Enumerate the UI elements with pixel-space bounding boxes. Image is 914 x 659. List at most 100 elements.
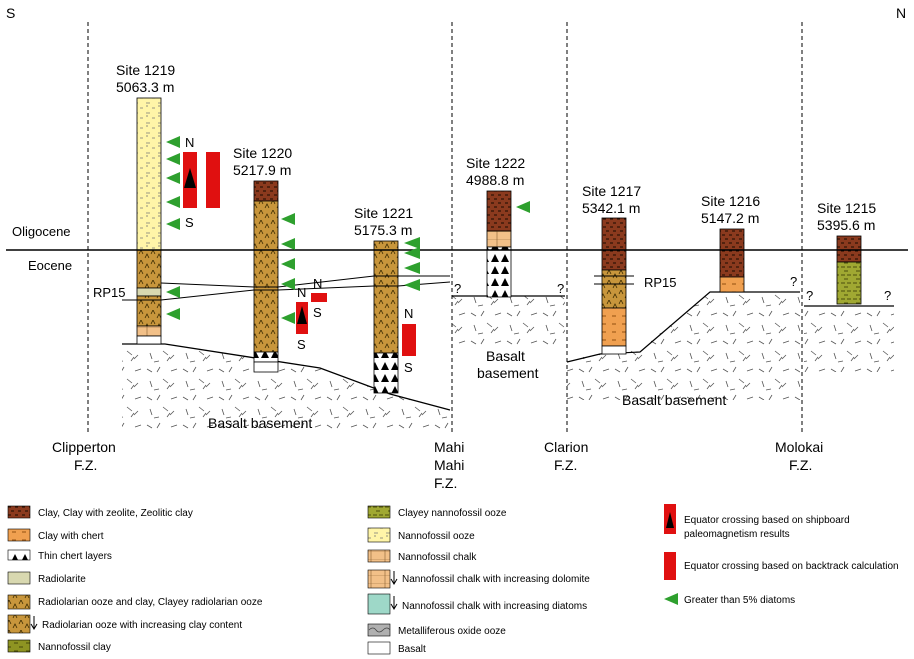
site-1221-radiolarian: [373, 240, 399, 354]
equator-bar-backtrack-1220: [311, 293, 327, 302]
site-1217-name: Site 1217: [582, 183, 641, 199]
fz-mahi-3: F.Z.: [434, 475, 457, 491]
legend-swatch-radiolarian-clay: [7, 614, 31, 634]
rp15-label-right: RP15: [644, 275, 677, 290]
legend-swatch-radiolarian: [7, 594, 31, 610]
diatom-triangle: [166, 308, 180, 320]
legend-arrow-down-icon: [390, 571, 398, 585]
fracture-zone-labels: Clipperton F.Z. Mahi Mahi F.Z. Clarion F…: [52, 439, 823, 491]
basement-area-mid: [452, 296, 565, 348]
site-1216-name: Site 1216: [701, 193, 760, 209]
site-1221-depth: 5175.3 m: [354, 222, 412, 238]
equator-bar-backtrack-1221: [402, 324, 416, 356]
diatom-markers: [166, 136, 530, 324]
diatom-triangle: [281, 278, 295, 290]
diatom-triangle: [404, 247, 420, 259]
unknown-mark-4: ?: [806, 288, 813, 303]
legend-swatch-backtrack: [664, 552, 676, 580]
diatom-triangle: [281, 238, 295, 250]
site-1222-column: [486, 190, 512, 298]
legend-text-dolomite: Nannofossil chalk with increasing dolomi…: [402, 574, 590, 585]
site-1216-clay: [719, 228, 745, 278]
legend-text-radiolarian: Radiolarian ooze and clay, Clayey radiol…: [38, 597, 263, 608]
equator-n-1220: N: [297, 285, 306, 300]
legend-text-diatom: Greater than 5% diatoms: [684, 595, 795, 606]
compass-north: N: [896, 5, 906, 21]
site-1219-chalk: [136, 325, 162, 337]
site-1219-basalt: [136, 335, 162, 345]
site-1216-depth: 5147.2 m: [701, 210, 759, 226]
legend-text-chalk: Nannofossil chalk: [398, 552, 477, 563]
site-1215-column: [836, 235, 862, 305]
site-1222-chalk: [486, 230, 512, 248]
diatom-triangle: [404, 237, 420, 249]
correlation-upper: [160, 275, 450, 288]
equator-n-1220b: N: [313, 276, 322, 291]
legend-swatch-metalliferous-wave: [368, 627, 391, 633]
equator-n-1221: N: [404, 306, 413, 321]
site-1215-name: Site 1215: [817, 200, 876, 216]
equator-n-1219: N: [185, 135, 194, 150]
legend-swatch-clay-chert: [7, 528, 31, 542]
legend-text-shipboard-2: paleomagnetism results: [684, 529, 790, 540]
diatom-triangle: [404, 279, 420, 291]
unknown-marks: ? ? ? ? ?: [454, 274, 891, 303]
legend-text-basalt: Basalt: [398, 644, 426, 655]
site-1221-name: Site 1221: [354, 205, 413, 221]
basement-label-mid-1: Basalt: [486, 348, 525, 364]
diatom-triangle: [166, 286, 180, 298]
legend-swatch-nanno-ooze: [367, 527, 391, 543]
basement-label-left: Basalt basement: [208, 415, 312, 431]
unknown-mark-3: ?: [790, 274, 797, 289]
site-1217-depth: 5342.1 m: [582, 200, 640, 216]
fz-clipperton-1: Clipperton: [52, 439, 116, 455]
site-1222-chert: [486, 246, 512, 298]
basement-area-right: [567, 292, 800, 400]
unknown-mark-2: ?: [557, 281, 564, 296]
diatom-triangle: [281, 258, 295, 270]
site-1220-basalt: [253, 361, 279, 373]
legend-swatch-basalt: [367, 641, 391, 655]
rp15-label-left: RP15: [93, 285, 126, 300]
fz-clarion-1: Clarion: [544, 439, 588, 455]
correlation-lines: [122, 275, 634, 301]
site-1217-column: [601, 217, 627, 355]
epoch-eocene: Eocene: [28, 258, 72, 273]
site-1222-depth: 4988.8 m: [466, 172, 524, 188]
site-1221-chert: [373, 352, 399, 394]
equator-arrow-1219: [184, 168, 196, 188]
fz-molokai-2: F.Z.: [789, 457, 812, 473]
basement-area-far-right: [804, 306, 894, 372]
diatom-triangle: [166, 196, 180, 208]
diatom-triangle: [166, 136, 180, 148]
site-1219-nanno-ooze: [136, 97, 162, 251]
unknown-mark-1: ?: [454, 281, 461, 296]
legend-text-nanno-ooze: Nannofossil ooze: [398, 531, 475, 542]
site-1220-depth: 5217.9 m: [233, 162, 291, 178]
fz-mahi-2: Mahi: [434, 457, 464, 473]
site-1219-name: Site 1219: [116, 62, 175, 78]
legend-col-2: Clayey nannofossil ooze Nannofossil ooze…: [367, 505, 590, 655]
site-1219-radiolarian-lower: [136, 295, 162, 327]
site-1220-chert: [253, 351, 279, 363]
legend-col-3: Equator crossing based on shipboard pale…: [664, 504, 899, 606]
legend-text-diatoms: Nannofossil chalk with increasing diatom…: [402, 601, 587, 612]
basement-area-left: [122, 344, 450, 432]
diatom-triangle: [166, 153, 180, 165]
fz-molokai-1: Molokai: [775, 439, 823, 455]
equator-s-1220b: S: [313, 305, 322, 320]
diatom-triangle: [281, 213, 295, 225]
site-1222-clay: [486, 190, 512, 232]
site-1220-column: [253, 180, 279, 373]
site-1216-clay-chert: [719, 276, 745, 293]
basement-label-mid-2: basement: [477, 365, 539, 381]
unknown-mark-5: ?: [884, 288, 891, 303]
legend-text-radiolarite: Radiolarite: [38, 574, 86, 585]
legend-text-clayey-nanno: Clayey nannofossil ooze: [398, 508, 507, 519]
equator-s-1221: S: [404, 360, 413, 375]
legend-shipboard-arrow-icon: [666, 512, 674, 528]
legend-swatch-nanno-clay: [7, 639, 31, 653]
site-labels: Site 1219 5063.3 m Site 1220 5217.9 m Si…: [116, 62, 876, 238]
legend-diatom-triangle-icon: [664, 593, 678, 605]
